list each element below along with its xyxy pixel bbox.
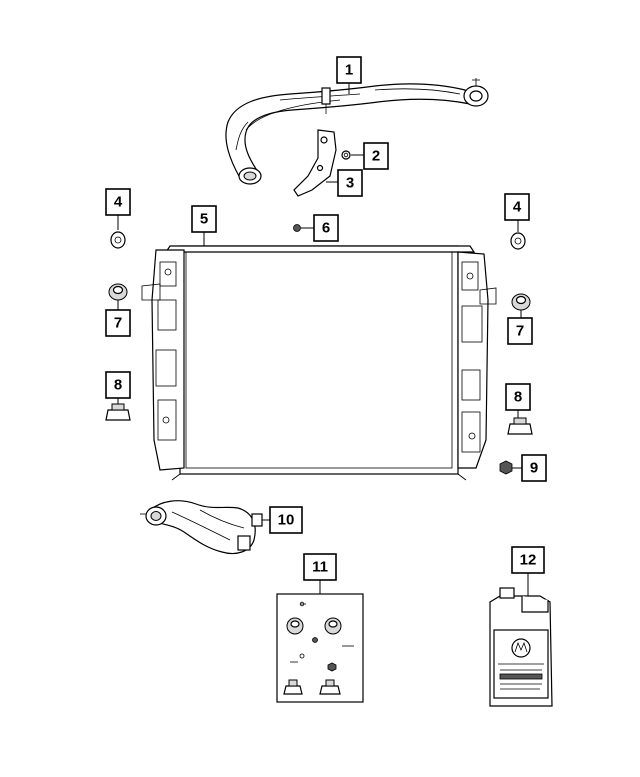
callout-11[interactable]: 11 <box>303 553 337 581</box>
callout-9[interactable]: 9 <box>521 454 547 482</box>
callout-label: 7 <box>516 323 524 340</box>
callout-10[interactable]: 10 <box>269 506 303 534</box>
leader-lines <box>117 83 529 596</box>
callout-label: 7 <box>114 315 122 332</box>
nut-icon[interactable] <box>341 150 351 160</box>
callout-3[interactable]: 3 <box>337 169 363 197</box>
lower-isolator-left-icon[interactable] <box>105 403 131 421</box>
mounting-kit[interactable] <box>276 593 364 703</box>
callout-2[interactable]: 2 <box>363 142 389 170</box>
callout-label: 8 <box>514 389 522 406</box>
mount-right-icon[interactable] <box>511 293 531 311</box>
hex-nut-icon[interactable] <box>499 460 513 475</box>
callout-label: 11 <box>312 559 328 576</box>
callout-8-right[interactable]: 8 <box>505 383 531 411</box>
callout-7-left[interactable]: 7 <box>105 309 131 337</box>
callout-label: 4 <box>513 199 522 216</box>
upper-radiator-hose[interactable] <box>225 78 489 185</box>
callout-5[interactable]: 5 <box>191 205 217 233</box>
callout-4-left[interactable]: 4 <box>105 188 131 216</box>
callout-4-right[interactable]: 4 <box>504 193 530 221</box>
isolator-left-icon[interactable] <box>110 231 126 249</box>
grommet-icon[interactable] <box>293 224 301 232</box>
callout-label: 1 <box>345 62 353 79</box>
callout-label: 10 <box>278 512 295 529</box>
mount-left-icon[interactable] <box>108 283 128 301</box>
callout-label: 3 <box>346 175 354 192</box>
callout-label: 12 <box>520 552 537 569</box>
callout-label: 8 <box>114 377 122 394</box>
coolant-jug[interactable] <box>489 587 553 707</box>
callout-label: 9 <box>530 460 538 477</box>
lower-isolator-right-icon[interactable] <box>507 417 533 435</box>
lower-radiator-hose[interactable] <box>140 500 263 555</box>
radiator[interactable] <box>141 245 497 481</box>
callout-label: 2 <box>372 148 380 165</box>
callout-label: 6 <box>322 220 330 237</box>
hose-bracket[interactable] <box>293 129 337 197</box>
isolator-right-icon[interactable] <box>510 232 526 250</box>
callout-8-left[interactable]: 8 <box>105 371 131 399</box>
callout-1[interactable]: 1 <box>336 56 362 84</box>
callout-6[interactable]: 6 <box>313 214 339 242</box>
callout-label: 4 <box>114 194 123 211</box>
callout-label: 5 <box>200 211 208 228</box>
callout-12[interactable]: 12 <box>511 546 545 574</box>
callout-7-right[interactable]: 7 <box>507 317 533 345</box>
